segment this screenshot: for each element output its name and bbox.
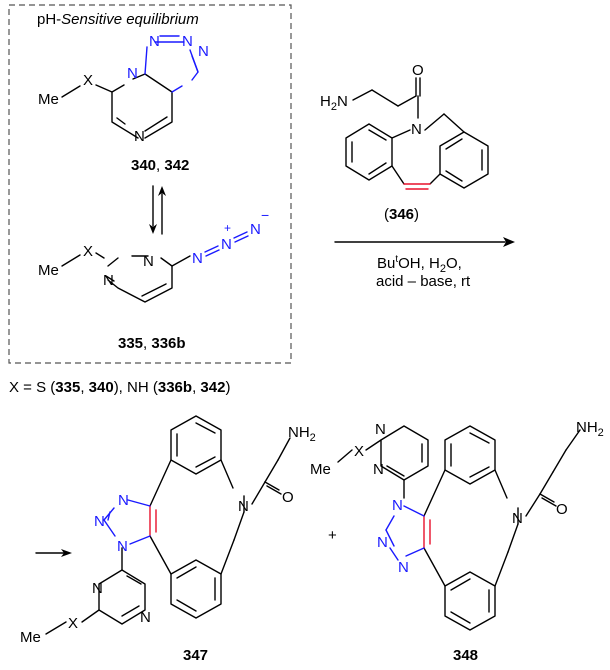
p347-n-amide: N bbox=[238, 498, 249, 515]
azidopyrimidine-structure bbox=[61, 252, 191, 303]
atom-n-azpyr-2: N bbox=[103, 272, 114, 289]
compound-label-335-336b: 335, 336b bbox=[118, 335, 186, 352]
atom-me-top: Me bbox=[38, 91, 59, 108]
p347-n-pyr-2: N bbox=[140, 609, 151, 626]
tetrazolopyrimidine-structure bbox=[61, 35, 199, 139]
conditions-line2: acid – base, rt bbox=[376, 273, 471, 290]
box-title: pH-Sensitive equilibrium bbox=[37, 11, 199, 28]
atom-me-azide: Me bbox=[38, 262, 59, 279]
reaction-arrow bbox=[334, 237, 515, 247]
atom-x-azide: X bbox=[83, 243, 93, 260]
p348-n-triazole-3: N bbox=[398, 559, 409, 576]
atom-n-azpyr-1: N bbox=[143, 253, 154, 270]
azide-minus: − bbox=[261, 207, 269, 223]
reagent-n: N bbox=[411, 121, 422, 138]
azide-n1: N bbox=[192, 250, 203, 267]
product-348-structure bbox=[337, 425, 581, 631]
p348-x: X bbox=[354, 443, 364, 460]
atom-n-tetrazole-1: N bbox=[149, 33, 160, 50]
p347-n-triazole-2: N bbox=[94, 513, 105, 530]
reagent-o: O bbox=[412, 62, 424, 79]
atom-n-pyrimidine: N bbox=[134, 128, 145, 145]
product-347-structure bbox=[45, 415, 291, 635]
conditions-line1: ButOH, H2O, bbox=[377, 254, 462, 275]
p347-n-triazole-3: N bbox=[117, 538, 128, 555]
azide-plus: + bbox=[224, 221, 231, 235]
p347-x: X bbox=[68, 615, 78, 632]
p347-n-triazole-1: N bbox=[118, 492, 129, 509]
equilibrium-box bbox=[8, 4, 292, 364]
p348-n-amide: N bbox=[512, 510, 523, 527]
p348-nh2: NH2 bbox=[576, 419, 604, 439]
p347-nh2: NH2 bbox=[288, 424, 316, 444]
x-definition: X = S (335, 340), NH (336b, 342) bbox=[9, 379, 230, 396]
p347-n-pyr-1: N bbox=[92, 580, 103, 597]
p348-n-triazole-2: N bbox=[377, 534, 388, 551]
product-arrow bbox=[35, 549, 72, 557]
p347-o: O bbox=[282, 489, 294, 506]
reagent-h2n: H2N bbox=[320, 93, 348, 113]
p348-o: O bbox=[556, 501, 568, 518]
p348-n-pyr-2: N bbox=[373, 461, 384, 478]
atom-x-top: X bbox=[83, 72, 93, 89]
equilibrium-arrows bbox=[149, 185, 166, 235]
dbco-amine-structure bbox=[345, 77, 489, 190]
atom-n-tetrazole-4: N bbox=[127, 65, 138, 82]
p348-me: Me bbox=[310, 461, 331, 478]
compound-label-348: 348 bbox=[453, 647, 478, 664]
compound-label-347: 347 bbox=[183, 647, 208, 664]
p348-n-triazole-1: N bbox=[392, 497, 403, 514]
plus-sign: + bbox=[328, 527, 337, 544]
atom-n-tetrazole-2: N bbox=[182, 33, 193, 50]
atom-n-tetrazole-3: N bbox=[198, 43, 209, 60]
azide-n2: N bbox=[221, 236, 232, 253]
p347-me: Me bbox=[20, 629, 41, 646]
compound-label-346: (346) bbox=[384, 206, 419, 223]
compound-label-340-342: 340, 342 bbox=[131, 157, 189, 174]
azide-n3: N bbox=[250, 221, 261, 238]
p348-n-pyr-1: N bbox=[375, 421, 386, 438]
